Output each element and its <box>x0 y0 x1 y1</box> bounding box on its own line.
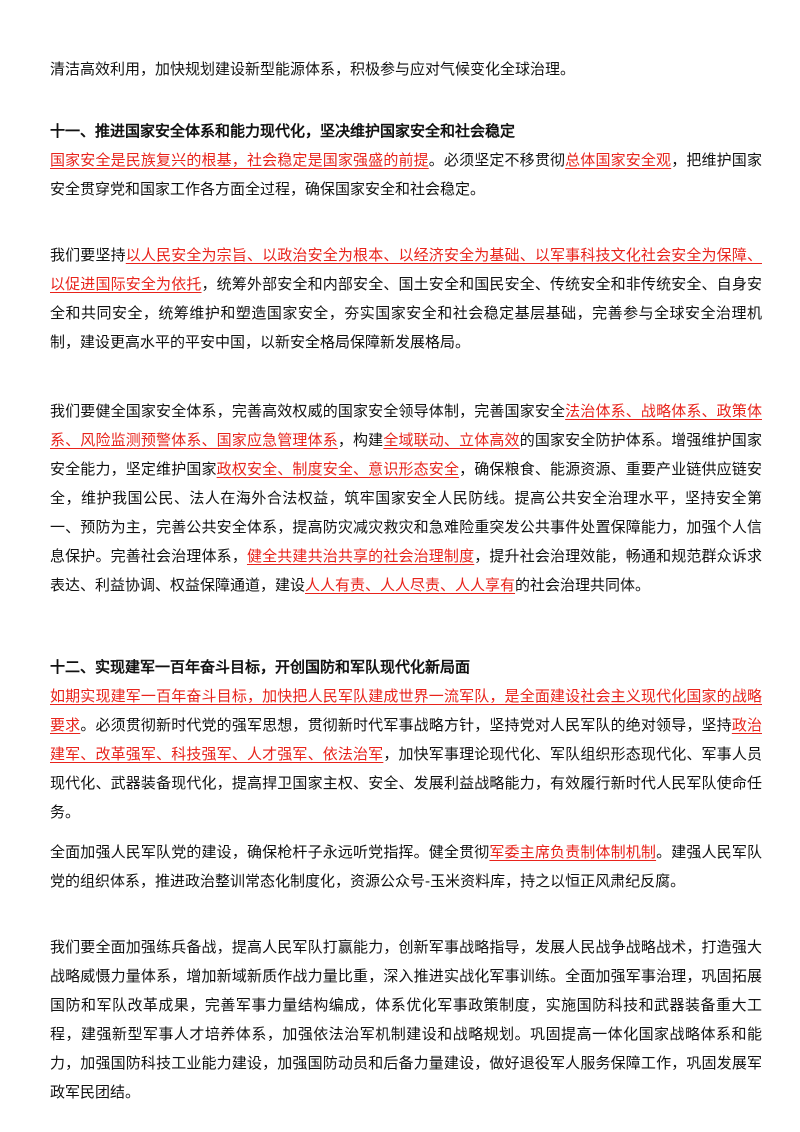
text-run: 我们要全面加强练兵备战，提高人民军队打赢能力，创新军事战略指导，发展人民战争战略… <box>50 938 762 1101</box>
text-run: ，统筹外部安全和内部安全、国土安全和国民安全、传统安全和非传统安全、自身安全和共… <box>50 275 762 351</box>
text-run: 。建强人民军队党的组织体系，推进政治整训常态化制度化，资源公众号-玉米资料库，持… <box>50 843 762 890</box>
text-run: ，把维护国家安全贯穿党和国家工作各方面全过程，确保国家安全和社会稳定。 <box>50 151 762 198</box>
section-heading-11: 十一、推进国家安全体系和能力现代化，坚决维护国家安全和社会稳定 <box>50 122 516 140</box>
highlighted-phrase: 法治体系、战略体系、政策体系、风险监测预警体系、国家应急管理体系 <box>50 402 762 449</box>
text-run: 。必须贯彻新时代党的强军思想，贯彻新时代军事战略方针，坚持党对人民军队的绝对领导… <box>80 716 732 734</box>
highlighted-phrase: 政治建军、改革强军、科技强军、人才强军、依法治军 <box>50 716 762 763</box>
text-run: 的国家安全防护体系。增强维护国家安全能力，坚定维护国家 <box>50 431 762 478</box>
text-run: 的社会治理共同体。 <box>515 576 651 594</box>
paragraph-military-goal: 如期实现建军一百年奋斗目标，加快把人民军队建成世界一流军队，是全面建设社会主义现… <box>50 682 762 827</box>
highlighted-phrase: 以人民安全为宗旨、以政治安全为根本、以经济安全为基础、以军事科技文化社会安全为保… <box>50 246 762 293</box>
paragraph-national-security-intro: 国家安全是民族复兴的根基，社会稳定是国家强盛的前提。必须坚定不移贯彻总体国家安全… <box>50 146 762 204</box>
paragraph-national-security-system: 我们要健全国家安全体系，完善高效权威的国家安全领导体制，完善国家安全法治体系、战… <box>50 397 762 600</box>
highlighted-phrase: 军委主席负责制体制机制 <box>489 843 657 861</box>
highlighted-phrase: 如期实现建军一百年奋斗目标，加快把人民军队建成世界一流军队，是全面建设社会主义现… <box>50 687 762 734</box>
highlighted-phrase: 总体国家安全观 <box>565 151 672 169</box>
text-run: ，构建 <box>337 431 384 449</box>
paragraph-party-building-military: 全面加强人民军队党的建设，确保枪杆子永远听党指挥。健全贯彻军委主席负责制体制机制… <box>50 838 762 896</box>
paragraph-military-training: 我们要全面加强练兵备战，提高人民军队打赢能力，创新军事战略指导，发展人民战争战略… <box>50 933 762 1107</box>
text-run: ，确保粮食、能源资源、重要产业链供应链安全，维护我国公民、法人在海外合法权益，筑… <box>50 460 762 565</box>
text-run: 我们要健全国家安全体系，完善高效权威的国家安全领导体制，完善国家安全 <box>50 402 566 420</box>
text-run: 全面加强人民军队党的建设，确保枪杆子永远听党指挥。健全贯彻 <box>50 843 490 861</box>
text-run: ，提升社会治理效能，畅通和规范群众诉求表达、利益协调、权益保障通道，建设 <box>50 547 762 594</box>
highlighted-phrase: 国家安全是民族复兴的根基，社会稳定是国家强盛的前提 <box>50 151 429 169</box>
section-heading-12: 十二、实现建军一百年奋斗目标，开创国防和军队现代化新局面 <box>50 658 471 676</box>
highlighted-phrase: 健全共建共治共享的社会治理制度 <box>246 547 475 565</box>
highlighted-phrase: 政权安全、制度安全、意识形态安全 <box>216 460 460 478</box>
paragraph-national-security-principles: 我们要坚持以人民安全为宗旨、以政治安全为根本、以经济安全为基础、以军事科技文化社… <box>50 241 762 357</box>
paragraph-energy-closing: 清洁高效利用，加快规划建设新型能源体系，积极参与应对气候变化全球治理。 <box>50 55 575 84</box>
highlighted-phrase: 人人有责、人人尽责、人人享有 <box>305 576 516 594</box>
text-run: 。必须坚定不移贯彻 <box>428 151 566 169</box>
text-run: ，加快军事理论现代化、军队组织形态现代化、军事人员现代化、武器装备现代化，提高捍… <box>50 745 762 821</box>
text-run: 我们要坚持 <box>50 246 126 264</box>
text-run: 清洁高效利用，加快规划建设新型能源体系，积极参与应对气候变化全球治理。 <box>50 60 576 78</box>
highlighted-phrase: 全域联动、立体高效 <box>383 431 520 449</box>
